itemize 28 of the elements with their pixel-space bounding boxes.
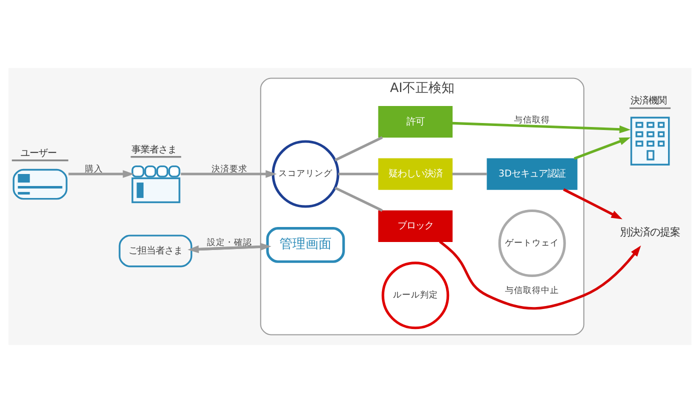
- node-text: 別決済の提案: [620, 226, 680, 239]
- edge-label: 与信取得: [514, 116, 550, 126]
- node-box: ご担当者さま: [118, 234, 192, 268]
- edge-label: 与信取得中止: [505, 286, 560, 296]
- edge-label: 設定・確認: [206, 238, 252, 248]
- node-label: 事業者さま: [132, 144, 177, 156]
- connector: [334, 136, 383, 162]
- edge-label: 決済要求: [211, 164, 248, 174]
- arrow: [68, 170, 134, 178]
- connector: [452, 172, 487, 176]
- edge-label: 購入: [84, 164, 103, 174]
- node-circle: ルール判定: [382, 262, 450, 330]
- arrow: [563, 188, 622, 220]
- connector: [334, 186, 383, 212]
- arrow: [574, 137, 631, 160]
- node-label: ユーザー: [20, 148, 56, 159]
- node-label: 決済機関: [630, 96, 666, 107]
- node-circle: ゲートウェイ: [498, 210, 566, 278]
- node-box: 許可: [378, 106, 453, 138]
- arrow: [452, 122, 631, 134]
- arrow: [439, 240, 641, 310]
- node-box: ブロック: [378, 210, 453, 242]
- node-box: 3Dセキュア認証: [486, 158, 578, 190]
- node-box: 管理画面: [266, 227, 345, 263]
- node-circle: スコアリング: [272, 140, 340, 208]
- node-box: 疑わしい決済: [378, 158, 453, 190]
- arrow: [191, 242, 272, 251]
- connector: [338, 172, 378, 176]
